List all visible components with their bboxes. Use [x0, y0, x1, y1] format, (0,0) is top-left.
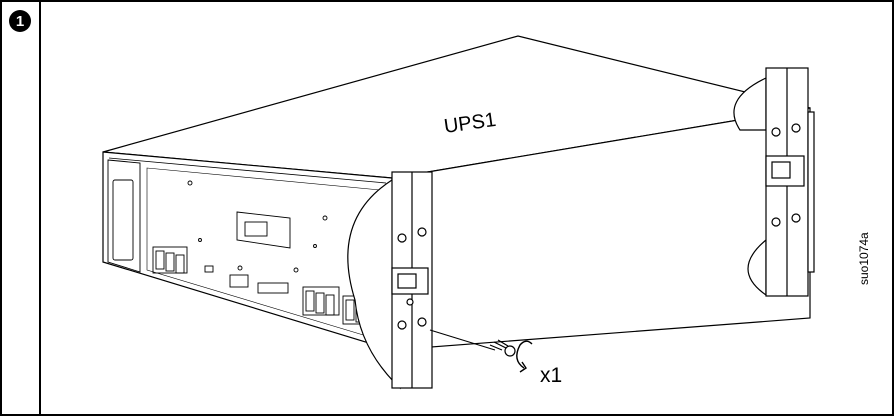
screw [489, 339, 509, 351]
front-panel-details [107, 159, 382, 341]
front-rack-rail [347, 171, 433, 390]
ups-chassis [102, 35, 811, 351]
step-number: 1 [16, 13, 24, 30]
rotation-arrow [516, 340, 533, 369]
screw-insertion [429, 329, 533, 373]
rear-rack-rail [733, 67, 815, 297]
insertion-line [429, 329, 496, 351]
figure-id: suo1074a [857, 232, 871, 285]
quantity-label: x1 [540, 364, 562, 387]
step-badge: 1 [9, 10, 31, 32]
